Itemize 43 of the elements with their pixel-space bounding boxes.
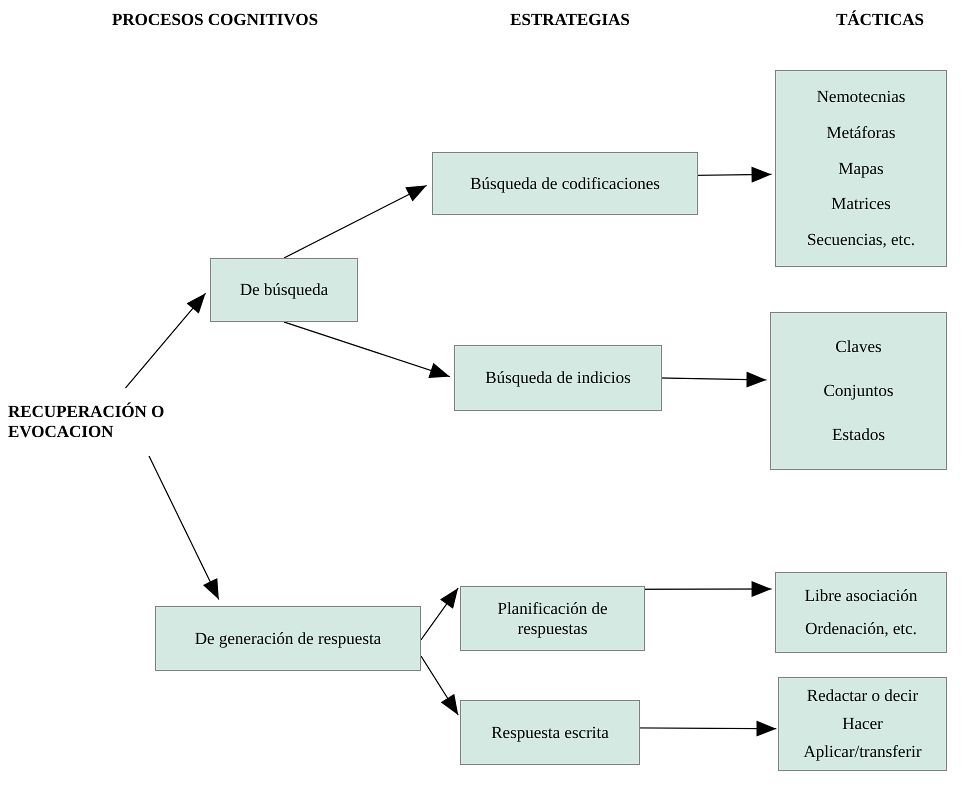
- node-text: Hacer: [842, 714, 883, 734]
- node-text: Ordenación, etc.: [805, 619, 917, 639]
- node-text: De búsqueda: [240, 280, 328, 300]
- node-text: Conjuntos: [824, 381, 894, 401]
- tactics-box: [778, 677, 947, 771]
- node-text: Aplicar/transferir: [804, 742, 922, 762]
- node-text: Mapas: [838, 158, 884, 178]
- arrow: [640, 720, 776, 737]
- tactics-box: [775, 572, 947, 653]
- node-text: Claves: [835, 337, 882, 357]
- node-text: Nemotecnias: [816, 87, 906, 107]
- arrow: [645, 581, 772, 598]
- arrow: [420, 656, 459, 716]
- tactics-box: [770, 312, 947, 470]
- node-text: Estados: [832, 425, 885, 445]
- arrow: [284, 184, 427, 259]
- node-text: Matrices: [831, 194, 891, 214]
- node-text: Redactar o decir: [806, 686, 918, 706]
- strategy-box: [460, 586, 645, 651]
- arrow: [662, 372, 766, 388]
- arrow: [420, 588, 459, 640]
- node-text: Planificación de respuestas: [496, 598, 608, 638]
- node-text: Respuesta escrita: [491, 722, 609, 742]
- strategy-box: [454, 345, 662, 411]
- node-text: Metáforas: [826, 122, 896, 142]
- root-label: RECUPERACIÓN O EVOCACION: [8, 402, 166, 442]
- process-box: [210, 258, 358, 322]
- node-text: Búsqueda de codificaciones: [470, 174, 660, 194]
- node-text: Búsqueda de indicios: [485, 368, 631, 388]
- node-text: Secuencias, etc.: [806, 230, 916, 250]
- strategy-box: [432, 152, 698, 215]
- column-header: ESTRATEGIAS: [510, 10, 630, 30]
- arrow: [148, 456, 220, 600]
- arrow: [284, 321, 450, 378]
- process-box: [155, 606, 421, 671]
- tactics-box: [775, 70, 947, 267]
- column-header: TÁCTICAS: [836, 10, 924, 30]
- node-text: Libre asociación: [804, 586, 918, 606]
- arrow: [125, 292, 206, 388]
- arrow: [698, 166, 772, 183]
- column-header: PROCESOS COGNITIVOS: [112, 10, 318, 30]
- node-text: De generación de respuesta: [194, 628, 382, 648]
- strategy-box: [460, 700, 640, 765]
